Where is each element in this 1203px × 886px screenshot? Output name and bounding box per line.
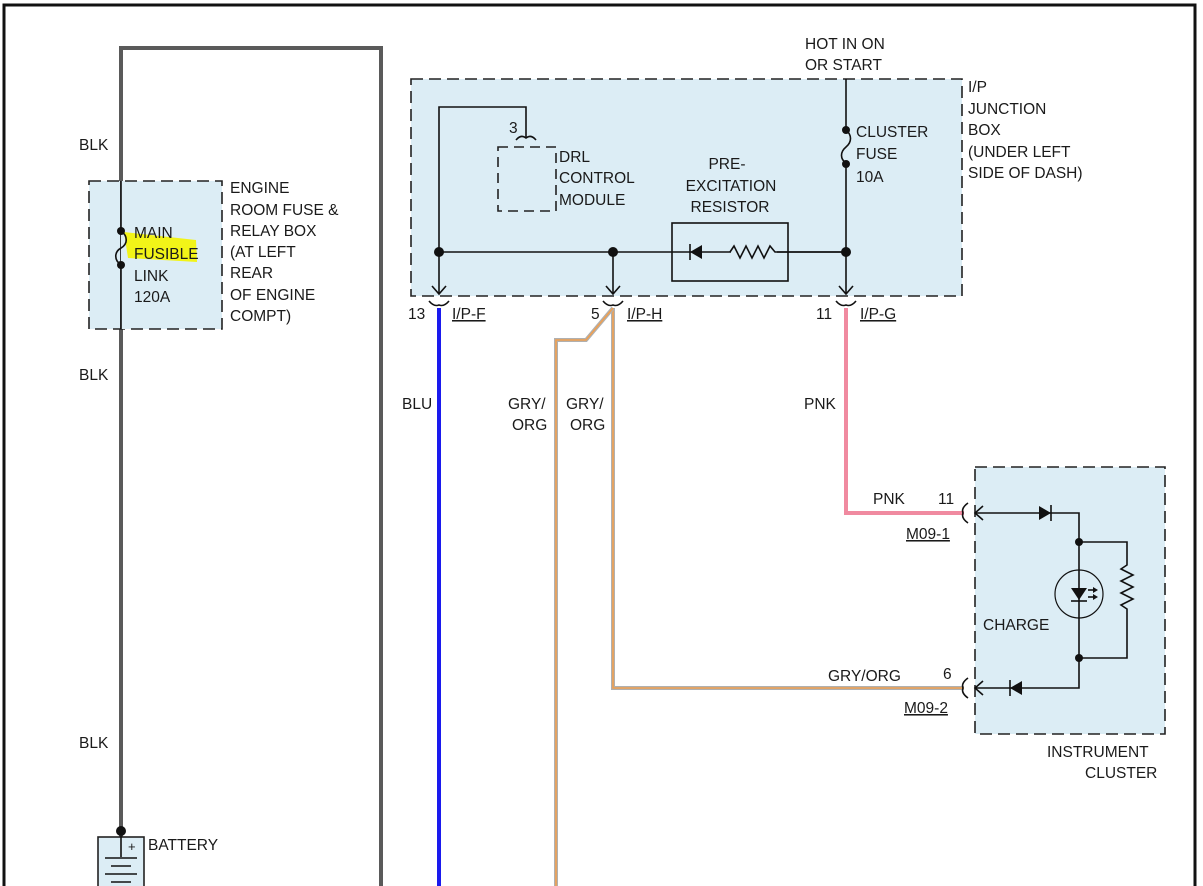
battery-terminal-dot <box>116 826 126 836</box>
fusible-link-icon <box>114 230 128 266</box>
charge-lamp-icon <box>1054 569 1104 619</box>
arrow-down-icon <box>431 285 447 296</box>
engine-box-label-3: RELAY BOX <box>230 223 317 240</box>
wire-label-gry-org-left-2: ORG <box>512 417 547 434</box>
engine-box-label-6: OF ENGINE <box>230 287 315 304</box>
page-frame <box>2 3 1197 886</box>
cluster-pin-6: 6 <box>943 666 952 683</box>
engine-box-label-2: ROOM FUSE & <box>230 202 339 219</box>
diode-icon <box>1039 506 1051 520</box>
drl-label-1: DRL <box>559 149 590 166</box>
instrument-cluster-box <box>974 466 1166 735</box>
fuse-label-3: LINK <box>134 268 169 285</box>
fuse-label-1: MAIN <box>134 225 173 242</box>
wire-label-gry-org-horizontal: GRY/ORG <box>828 668 901 685</box>
connector-pin-5: 5 <box>591 306 600 323</box>
ip-box-label-1: I/P <box>968 79 987 96</box>
wire-label-pnk-vertical: PNK <box>804 396 837 413</box>
battery-plus-sign: + <box>128 839 136 854</box>
resistor-label-1: PRE- <box>708 156 745 173</box>
wire-label-blk-top: BLK <box>79 137 109 154</box>
connector-m09-2-icon <box>961 677 969 699</box>
hot-in-label-1: HOT IN ON <box>805 36 885 53</box>
engine-box-label-7: COMPT) <box>230 308 291 325</box>
arrow-down-icon <box>838 285 854 296</box>
connector-m09-1-icon <box>961 502 969 524</box>
led-icon <box>1071 588 1087 600</box>
cluster-pin-11: 11 <box>938 491 954 508</box>
hot-in-label-2: OR START <box>805 57 882 74</box>
arrow-down-icon <box>605 285 621 296</box>
cluster-connector-m09-1: M09-1 <box>906 526 950 543</box>
connector-pin-11: 11 <box>816 306 832 323</box>
charge-lamp-label: CHARGE <box>983 617 1049 634</box>
cluster-connector-m09-2: M09-2 <box>904 700 948 717</box>
cluster-label-2: CLUSTER <box>1085 765 1157 782</box>
drl-pin-label: 3 <box>509 120 518 137</box>
connector-ip-f-icon <box>428 300 450 307</box>
connector-ip-g-icon <box>835 300 857 307</box>
drl-label-3: MODULE <box>559 192 625 209</box>
cluster-fuse-icon <box>840 129 852 164</box>
drl-label-2: CONTROL <box>559 170 635 187</box>
pnk-wire[interactable] <box>844 308 964 515</box>
cluster-label-1: INSTRUMENT <box>1047 744 1149 761</box>
wire-label-blk-mid: BLK <box>79 367 109 384</box>
resistor-icon <box>729 244 788 260</box>
connector-name-ip-h: I/P-H <box>627 306 662 323</box>
connector-name-ip-g: I/P-G <box>860 306 896 323</box>
ip-box-label-5: SIDE OF DASH) <box>968 165 1083 182</box>
wire-label-gry-org-right-1: GRY/ <box>566 396 604 413</box>
connector-name-ip-f: I/P-F <box>452 306 486 323</box>
wire-label-pnk-horizontal: PNK <box>873 491 906 508</box>
cluster-fuse-label-1: CLUSTER <box>856 124 928 141</box>
engine-box-label-5: REAR <box>230 265 273 282</box>
wire-label-blk-bottom: BLK <box>79 735 109 752</box>
diode-icon <box>1010 681 1022 695</box>
connector-ip-h-icon <box>602 300 624 307</box>
cluster-fuse-label-2: FUSE <box>856 146 897 163</box>
engine-box-label-1: ENGINE <box>230 180 289 197</box>
ip-box-label-4: (UNDER LEFT <box>968 144 1071 161</box>
connector-pin-13: 13 <box>408 306 425 323</box>
fuse-label-2: FUSIBLE <box>134 246 199 263</box>
ip-box-label-3: BOX <box>968 122 1001 139</box>
ip-box-label-2: JUNCTION <box>968 101 1046 118</box>
cluster-fuse-label-3: 10A <box>856 169 884 186</box>
highlight-mark <box>124 232 197 262</box>
wire-label-gry-org-left-1: GRY/ <box>508 396 546 413</box>
resistor-label-2: EXCITATION <box>686 178 777 195</box>
drl-control-module <box>497 146 557 212</box>
blk-wire[interactable] <box>119 46 383 886</box>
fuse-label-4: 120A <box>134 289 171 306</box>
gry-org-wire[interactable] <box>554 306 964 886</box>
battery-label: BATTERY <box>148 837 218 854</box>
resistor-label-3: RESISTOR <box>691 199 770 216</box>
diode-icon <box>690 245 702 259</box>
wire-label-gry-org-right-2: ORG <box>570 417 605 434</box>
wire-label-blu: BLU <box>402 396 432 413</box>
resistor-icon <box>1079 541 1135 659</box>
engine-box-label-4: (AT LEFT <box>230 244 296 261</box>
